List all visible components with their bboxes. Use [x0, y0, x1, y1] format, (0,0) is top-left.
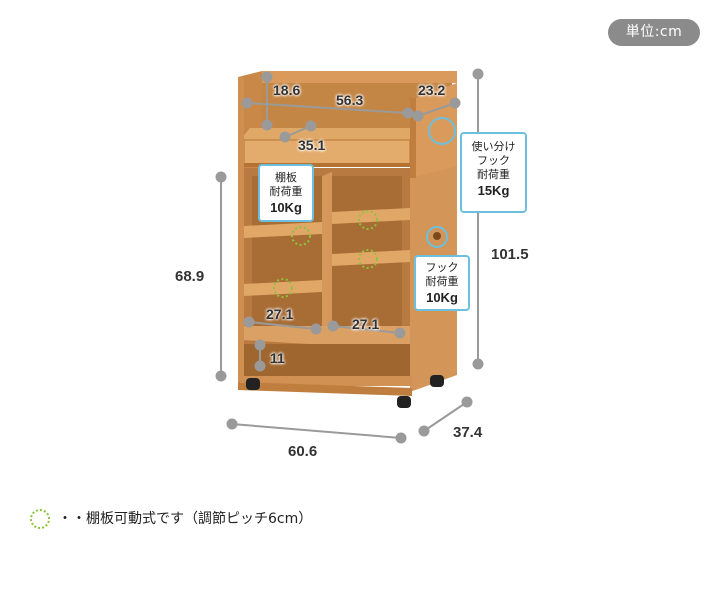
dim-height-inner: 68.9 [175, 268, 205, 285]
legend-text: ・・棚板可動式です（調節ピッチ6cm） [58, 511, 313, 527]
movable-shelf-markers [273, 210, 378, 298]
cabinet [238, 71, 457, 396]
callout-shelf-line1: 棚板 [275, 171, 297, 184]
caster-wheels [246, 375, 444, 408]
callout-side-hook-weight: 15Kg [477, 183, 510, 198]
dotted-ring-icon [30, 509, 50, 529]
dim-bay-right: 27.1 [352, 316, 380, 332]
dim-top-right: 23.2 [418, 82, 446, 98]
callout-side-hook-line3: 耐荷重 [477, 168, 510, 181]
callout-hook-line2: 耐荷重 [425, 275, 459, 288]
dim-height-total: 101.5 [491, 246, 529, 263]
callout-hook-weight: 10Kg [426, 290, 458, 305]
hook-markers [426, 117, 456, 248]
callout-shelf-line2: 耐荷重 [269, 185, 303, 198]
dim-bay-left: 27.1 [266, 306, 294, 322]
callout-hook-load: フック 耐荷重 10Kg [414, 255, 470, 311]
dim-bottom-clear: 11 [270, 350, 285, 366]
callout-side-hook-line1: 使い分け [471, 140, 516, 153]
dim-top-depth: 18.6 [273, 82, 301, 98]
dim-width-total: 60.6 [288, 443, 318, 460]
dimension-lines [220, 74, 479, 439]
callout-shelf-weight: 10Kg [270, 200, 302, 215]
callout-hook-line1: フック [425, 261, 459, 274]
dim-top-width: 56.3 [336, 92, 364, 108]
callout-shelf-load: 棚板 耐荷重 10Kg [258, 164, 314, 222]
dim-depth-total: 37.4 [453, 424, 483, 441]
callout-side-hook-line2: フック [477, 154, 510, 167]
unit-badge: 単位:cm [608, 19, 700, 46]
dimension-endpoints [215, 68, 484, 444]
dim-drawer: 35.1 [298, 137, 326, 153]
callout-side-hook-load: 使い分け フック 耐荷重 15Kg [460, 132, 527, 213]
